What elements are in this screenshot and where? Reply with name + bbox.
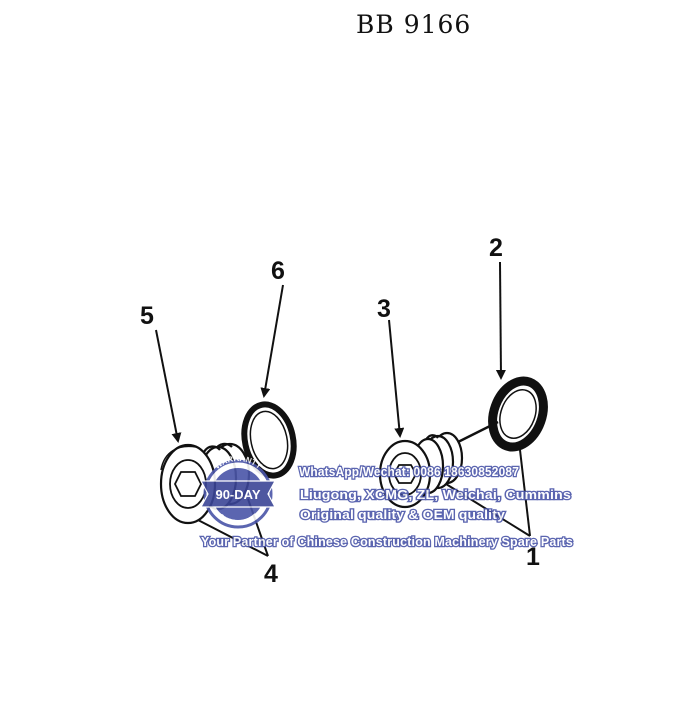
callout-5: 5 xyxy=(140,302,154,330)
callout-3: 3 xyxy=(377,295,391,323)
callouts: 2 6 3 5 1 4 xyxy=(140,234,540,588)
part-2-o-ring xyxy=(488,376,548,452)
watermark-line-brands: Liugong, XCMG, ZL, Weichai, Cummins xyxy=(300,488,571,502)
leader-1a xyxy=(519,449,531,537)
part-3-plug xyxy=(378,420,499,509)
leader-4b xyxy=(197,519,269,557)
part-code-title: BB 9166 xyxy=(356,10,472,39)
callout-1: 1 xyxy=(526,543,540,571)
watermark: WARRANTY 90-DAY GUARANTEE WhatsApp/Wecha… xyxy=(199,454,574,550)
watermark-line-contact: WhatsApp/Wechat: 0086 18630852087 xyxy=(299,465,519,479)
watermark-line-partner: Your Partner of Chinese Construction Mac… xyxy=(201,535,573,549)
badge-main-text: 90-DAY xyxy=(215,487,260,502)
guarantee-badge: WARRANTY 90-DAY GUARANTEE xyxy=(199,454,277,529)
leader-2 xyxy=(495,261,506,380)
leader-5 xyxy=(155,329,182,443)
callout-4: 4 xyxy=(264,560,278,588)
watermark-line-quality: Original quality & OEM quality xyxy=(300,508,505,522)
leader-6 xyxy=(260,284,284,398)
part-6-o-ring xyxy=(241,401,297,479)
leader-1b xyxy=(445,483,531,537)
callout-6: 6 xyxy=(271,257,285,285)
leader-3 xyxy=(388,319,405,438)
callout-2: 2 xyxy=(489,234,503,262)
